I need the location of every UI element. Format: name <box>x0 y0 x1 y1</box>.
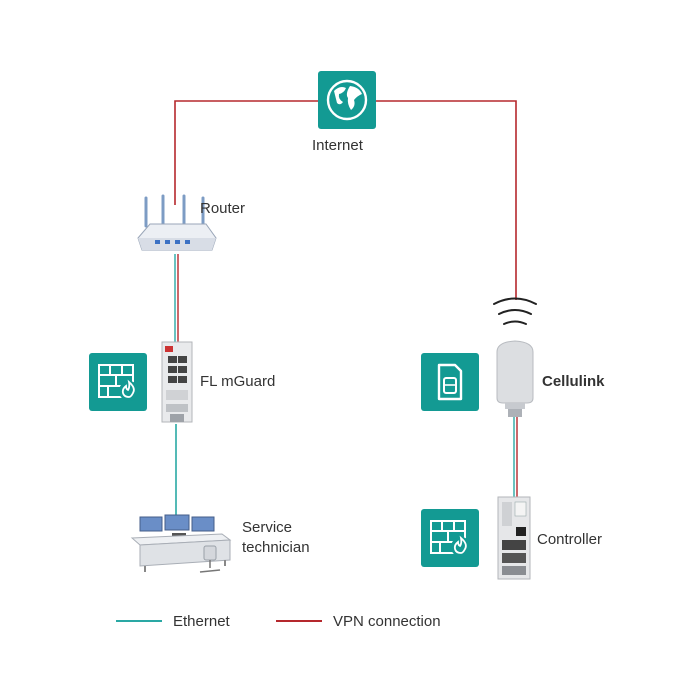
internet-globe-icon <box>318 71 376 129</box>
service-technician-label-line2: technician <box>242 539 310 556</box>
mguard-device-icon <box>161 341 193 423</box>
cellulink-label: Cellulink <box>542 373 605 390</box>
controller-firewall-icon <box>421 509 479 567</box>
cellulink-sim-card-icon <box>421 353 479 411</box>
cellulink-device-icon <box>496 340 534 417</box>
internet-label: Internet <box>312 137 363 154</box>
vpn-connection-lines <box>174 100 517 300</box>
wireless-signal-icon <box>493 297 537 325</box>
workstation-icon <box>130 514 232 573</box>
mguard-label: FL mGuard <box>200 373 276 390</box>
router-icon <box>137 194 217 251</box>
router-to-mguard-cable <box>174 254 179 344</box>
mguard-firewall-icon <box>89 353 147 411</box>
cellulink-to-controller-cable <box>513 416 518 497</box>
controller-label: Controller <box>537 531 603 548</box>
router-label: Router <box>200 200 246 217</box>
controller-device-icon <box>497 496 531 580</box>
legend-vpn-label: VPN connection <box>333 613 441 630</box>
legend-ethernet-label: Ethernet <box>173 613 230 630</box>
service-technician-label-line1: Service <box>242 519 293 536</box>
